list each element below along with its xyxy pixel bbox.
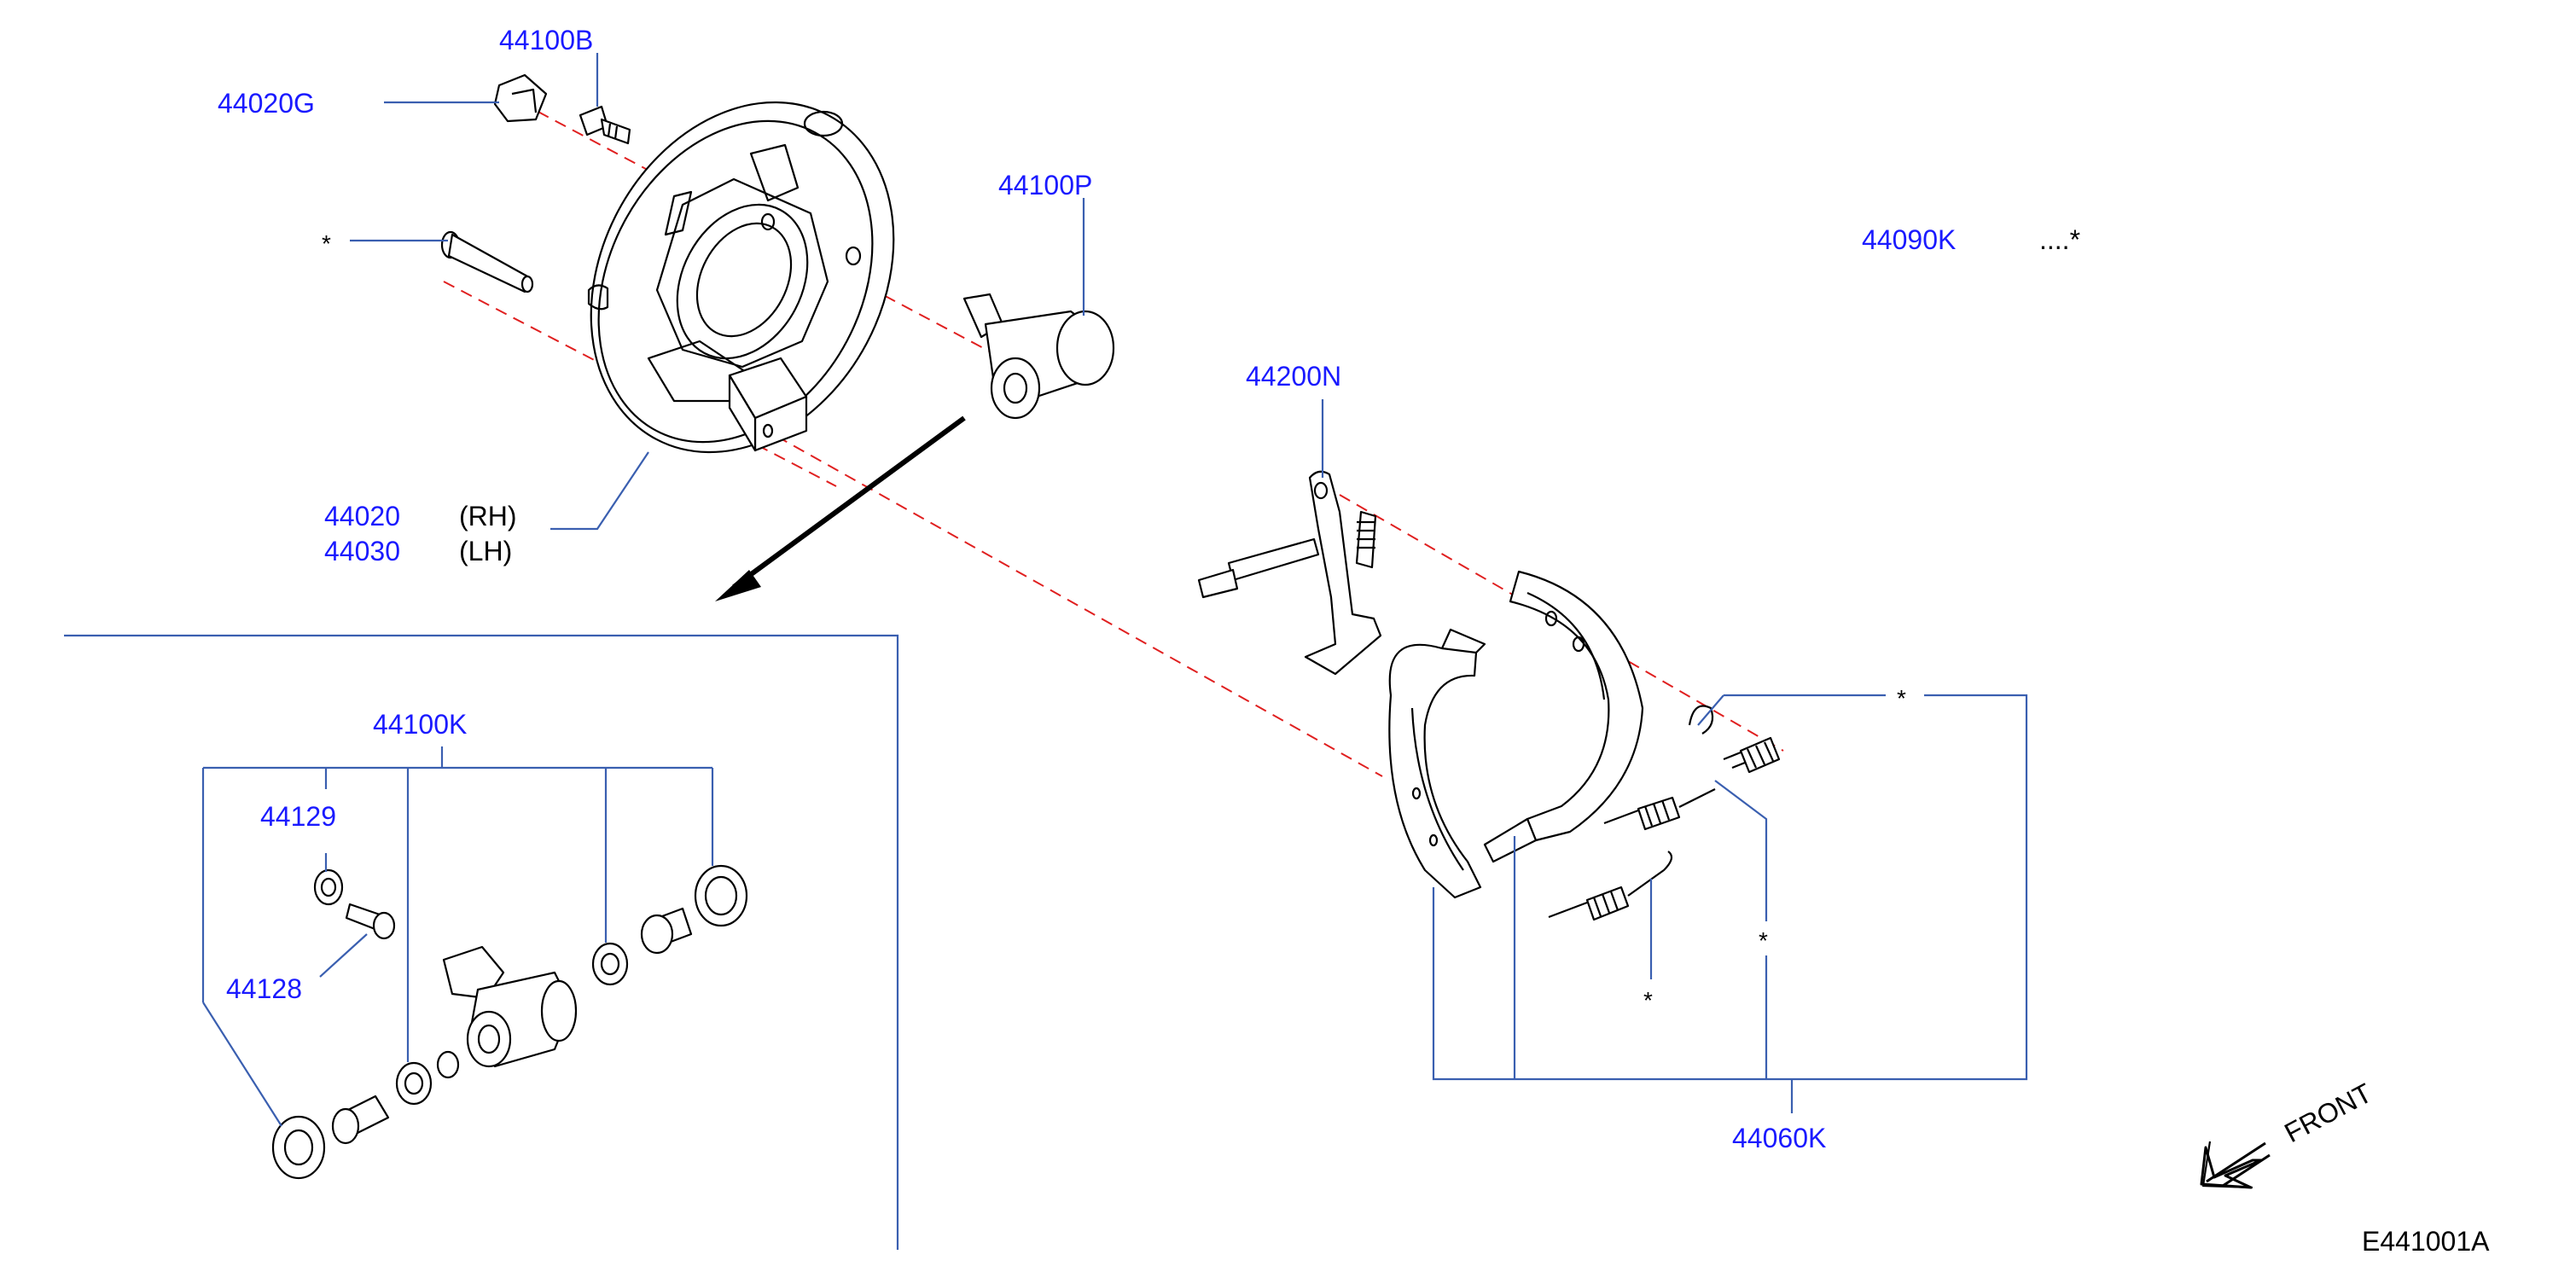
- label-44020: 44020: [324, 501, 400, 531]
- label-44020G: 44020G: [218, 88, 315, 119]
- label-lh: (LH): [459, 536, 512, 566]
- diagram-code: E441001A: [2362, 1226, 2490, 1257]
- return-spring-top: [1688, 705, 1781, 774]
- label-star-bolt: *: [322, 230, 331, 257]
- wheel-cylinder-44100P: [962, 293, 1115, 420]
- pin-bolt: [440, 230, 534, 293]
- brake-shoe-front: [1388, 628, 1486, 899]
- label-kit-marker: ....*: [2039, 224, 2080, 255]
- back-plate: [587, 101, 895, 454]
- label-44090K: 44090K: [1862, 224, 1956, 255]
- parking-lever-44200N: [1197, 470, 1382, 676]
- label-44129: 44129: [260, 801, 336, 832]
- label-44100P: 44100P: [998, 170, 1092, 200]
- bolt-44100B: [579, 105, 631, 145]
- label-star-top: *: [1897, 685, 1906, 711]
- label-44060K: 44060K: [1732, 1123, 1826, 1153]
- label-44100K: 44100K: [373, 709, 467, 740]
- assembly-direction-arrow: [715, 415, 966, 601]
- label-44128: 44128: [226, 973, 302, 1004]
- label-star-spring: *: [1643, 987, 1653, 1013]
- label-rh: (RH): [459, 501, 517, 531]
- label-44030: 44030: [324, 536, 400, 566]
- clip-44020G: [493, 73, 548, 123]
- brake-shoe-rear: [1483, 570, 1644, 863]
- return-spring-lower: [1548, 851, 1673, 921]
- front-indicator: FRONT: [2200, 1077, 2377, 1189]
- label-star-mid: *: [1759, 927, 1768, 954]
- label-44200N: 44200N: [1246, 361, 1341, 392]
- cylinder-kit-parts: [271, 864, 748, 1180]
- adjuster-spring: [1603, 788, 1716, 831]
- leader-lines: [64, 53, 2028, 1250]
- front-label: FRONT: [2279, 1077, 2376, 1149]
- label-44100B: 44100B: [499, 25, 593, 55]
- callout-labels: 44100B 44020G * 44100P 44020 (RH) 44030 …: [218, 25, 2080, 1153]
